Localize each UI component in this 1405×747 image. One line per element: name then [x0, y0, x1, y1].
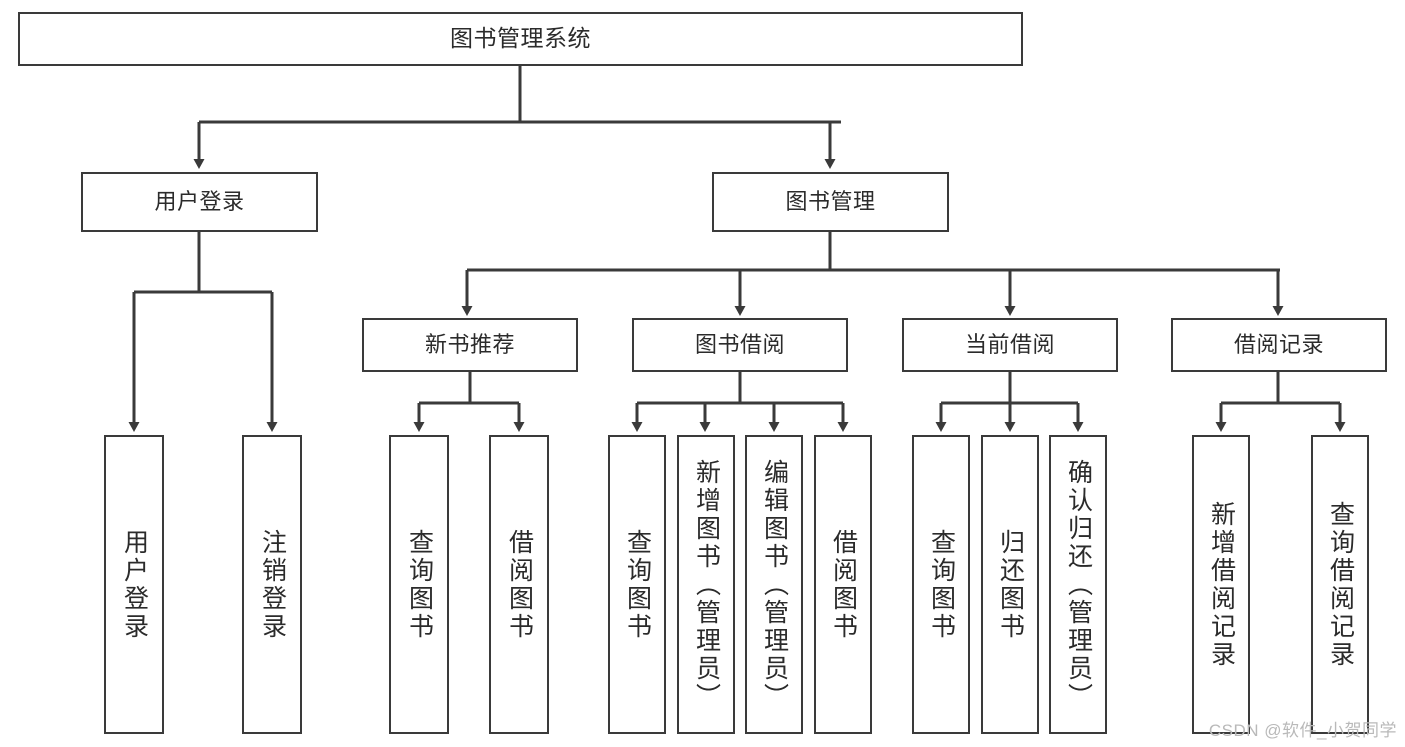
- leaf-query-book-borrow-label: 查询图书: [623, 528, 652, 641]
- leaf-confirm-return-admin[interactable]: 确认归还（管理员）: [1049, 435, 1107, 734]
- leaf-logout[interactable]: 注销登录: [242, 435, 302, 734]
- leaf-logout-label: 注销登录: [258, 528, 287, 641]
- leaf-edit-book-admin-label: 编辑图书（管理员）: [760, 458, 789, 711]
- leaf-add-book-admin-label: 新增图书（管理员）: [692, 458, 721, 711]
- leaf-return-book-label: 归还图书: [996, 528, 1025, 641]
- node-current-borrow-label: 当前借阅: [964, 332, 1055, 358]
- leaf-add-borrow-record-label: 新增借阅记录: [1207, 500, 1236, 669]
- watermark-text: CSDN @软件_小贺同学: [1208, 721, 1397, 740]
- leaf-confirm-return-admin-label: 确认归还（管理员）: [1064, 458, 1093, 711]
- node-book-management[interactable]: 图书管理: [712, 172, 949, 232]
- leaf-edit-book-admin[interactable]: 编辑图书（管理员）: [745, 435, 803, 734]
- node-book-borrow-label: 图书借阅: [694, 332, 785, 358]
- node-new-book-recommend-label: 新书推荐: [424, 332, 515, 358]
- leaf-query-book-new[interactable]: 查询图书: [389, 435, 449, 734]
- node-borrow-records[interactable]: 借阅记录: [1171, 318, 1387, 372]
- leaf-query-book-borrow[interactable]: 查询图书: [608, 435, 666, 734]
- leaf-add-book-admin[interactable]: 新增图书（管理员）: [677, 435, 735, 734]
- node-borrow-records-label: 借阅记录: [1233, 332, 1324, 358]
- leaf-return-book[interactable]: 归还图书: [981, 435, 1039, 734]
- leaf-user-login[interactable]: 用户登录: [104, 435, 164, 734]
- leaf-query-borrow-record-label: 查询借阅记录: [1326, 500, 1355, 669]
- leaf-query-borrow-record[interactable]: 查询借阅记录: [1311, 435, 1369, 734]
- leaf-query-book-current-label: 查询图书: [927, 528, 956, 641]
- leaf-user-login-label: 用户登录: [120, 528, 149, 641]
- leaf-query-book-current[interactable]: 查询图书: [912, 435, 970, 734]
- node-book-management-label: 图书管理: [785, 189, 876, 215]
- leaf-borrow-book[interactable]: 借阅图书: [814, 435, 872, 734]
- leaf-add-borrow-record[interactable]: 新增借阅记录: [1192, 435, 1250, 734]
- node-root-label: 图书管理系统: [450, 25, 591, 52]
- node-root[interactable]: 图书管理系统: [18, 12, 1023, 66]
- leaf-borrow-book-new[interactable]: 借阅图书: [489, 435, 549, 734]
- node-new-book-recommend[interactable]: 新书推荐: [362, 318, 578, 372]
- leaf-borrow-book-label: 借阅图书: [829, 528, 858, 641]
- leaf-query-book-new-label: 查询图书: [405, 528, 434, 641]
- node-book-borrow[interactable]: 图书借阅: [632, 318, 848, 372]
- node-user-login-label: 用户登录: [154, 189, 245, 215]
- leaf-borrow-book-new-label: 借阅图书: [505, 528, 534, 641]
- node-current-borrow[interactable]: 当前借阅: [902, 318, 1118, 372]
- node-user-login[interactable]: 用户登录: [81, 172, 318, 232]
